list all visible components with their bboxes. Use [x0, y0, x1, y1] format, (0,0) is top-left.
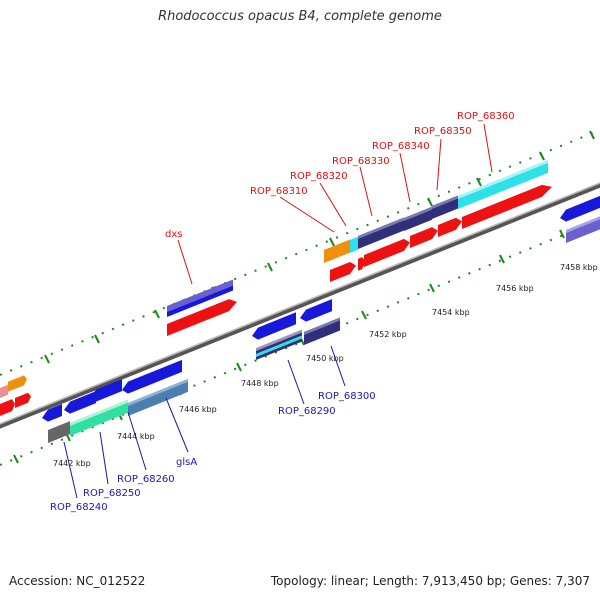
tick-label-7456: 7456 kbp — [496, 284, 534, 293]
gene-rop-68290[interactable] — [256, 329, 302, 360]
gene-features — [0, 159, 600, 443]
gene-red-row-b[interactable] — [364, 237, 410, 267]
gene-blue-small-a[interactable] — [42, 403, 62, 424]
gene-rop-68360[interactable] — [458, 159, 548, 209]
gene-rop-68260[interactable] — [128, 378, 188, 416]
label-rop-68310: ROP_68310 — [250, 186, 308, 197]
guide-bottom — [0, 219, 600, 466]
genome-summary-text: Topology: linear; Length: 7,913,450 bp; … — [270, 574, 590, 588]
gene-rop-68330[interactable] — [404, 206, 432, 231]
gene-orange[interactable] — [324, 239, 350, 263]
track-guides — [0, 129, 600, 466]
gene-blue-small-c[interactable] — [90, 379, 122, 404]
gene-left-1[interactable] — [0, 374, 27, 398]
label-rop-68350: ROP_68350 — [414, 126, 472, 137]
gene-left-2[interactable] — [0, 392, 31, 416]
gene-rop-68240[interactable] — [48, 421, 70, 443]
gene-rop-68310[interactable] — [350, 236, 358, 253]
gene-right-purple[interactable] — [566, 213, 600, 243]
tick-label-7450: 7450 kbp — [306, 354, 344, 363]
gene-labels-bottom: ROP_68240 ROP_68250 ROP_68260 glsA ROP_6… — [50, 391, 376, 513]
tick-label-7454: 7454 kbp — [432, 308, 470, 317]
label-dxs: dxs — [165, 229, 182, 240]
accession-text: Accession: NC_012522 — [9, 574, 146, 588]
gene-rop-68340[interactable] — [432, 195, 458, 219]
gene-rop-68250[interactable] — [70, 399, 128, 436]
leaders-top — [177, 123, 493, 285]
label-rop-68290: ROP_68290 — [278, 406, 336, 417]
gene-blue-small-b[interactable] — [64, 391, 96, 416]
gene-red-row-a[interactable] — [330, 256, 366, 282]
tick-label-7448: 7448 kbp — [241, 379, 279, 388]
gene-rop-68300-blue[interactable] — [300, 299, 332, 324]
gene-red-row-e[interactable] — [462, 181, 552, 229]
gene-rop-68290-blue[interactable] — [252, 312, 296, 342]
label-rop-68330: ROP_68330 — [332, 156, 390, 167]
genome-title: Rhodococcus opacus B4, complete genome — [158, 9, 442, 24]
label-rop-68340: ROP_68340 — [372, 141, 430, 152]
gene-dxs-red[interactable] — [167, 296, 237, 336]
label-glsa: glsA — [176, 457, 197, 468]
gene-right-blue[interactable] — [560, 195, 600, 224]
gene-red-row-c[interactable] — [410, 225, 438, 248]
gene-red-row-d[interactable] — [438, 215, 462, 237]
label-rop-68300: ROP_68300 — [318, 391, 376, 402]
gene-labels-top: dxs ROP_68310 ROP_68320 ROP_68330 ROP_68… — [165, 111, 515, 240]
label-rop-68240: ROP_68240 — [50, 502, 108, 513]
tick-label-7442: 7442 kbp — [53, 459, 91, 468]
tick-label-7446: 7446 kbp — [179, 405, 217, 414]
label-rop-68320: ROP_68320 — [290, 171, 348, 182]
guide-top — [0, 129, 600, 376]
leaders-bottom — [63, 345, 346, 499]
label-rop-68250: ROP_68250 — [83, 488, 141, 499]
label-rop-68360: ROP_68360 — [457, 111, 515, 122]
gene-dxs[interactable] — [167, 279, 233, 317]
label-rop-68260: ROP_68260 — [117, 474, 175, 485]
chromosome-backbone — [0, 182, 600, 429]
gene-rop-68320[interactable] — [358, 217, 404, 249]
tick-label-7458: 7458 kbp — [560, 263, 598, 272]
gene-rop-68300[interactable] — [304, 317, 340, 345]
gene-glsa-blue[interactable] — [122, 359, 182, 396]
tick-label-7452: 7452 kbp — [369, 330, 407, 339]
